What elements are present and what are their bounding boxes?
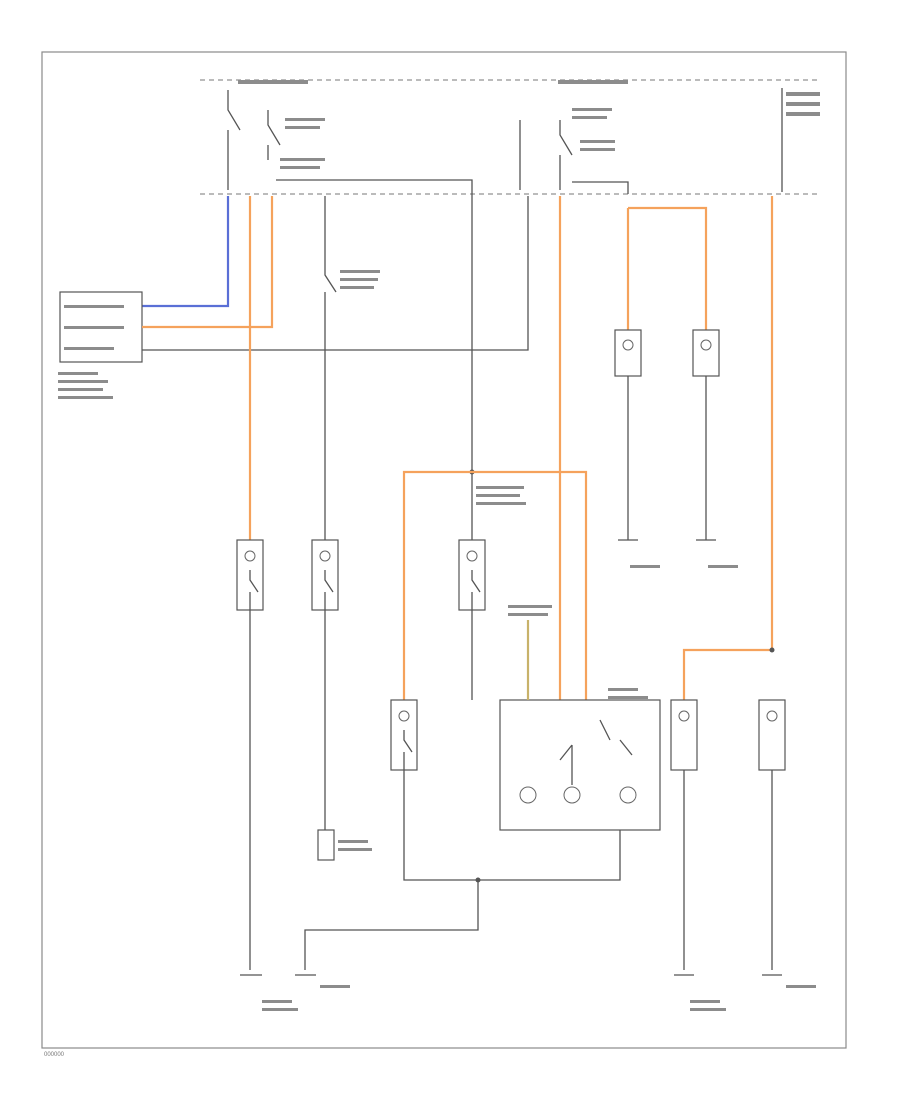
fuse-label-h — [580, 148, 615, 151]
module-caption-2 — [58, 380, 108, 383]
fuse-block-label-2 — [786, 102, 820, 106]
fuse-2 — [267, 110, 281, 160]
left-rear-bulb — [678, 710, 690, 722]
dome-lamp-bulb-3 — [619, 786, 637, 804]
ground-label-a — [630, 565, 660, 568]
module-label-1 — [64, 305, 124, 308]
fuse-label-c — [280, 158, 325, 161]
bus-bar-right — [572, 181, 629, 194]
dimmer-label-1 — [508, 605, 552, 608]
left-courtesy-switch — [403, 730, 413, 770]
right-rear-bulb — [766, 710, 778, 722]
left-vanity-lamp — [614, 329, 642, 377]
ip-lamp-switch — [249, 570, 259, 610]
orange-wire-right-bottom-loop — [682, 648, 772, 700]
right-vanity-lamp — [692, 329, 720, 377]
diagram-border — [41, 51, 847, 1049]
courtesy-lamp-switch — [324, 570, 334, 610]
dimmer-label-2 — [508, 613, 548, 616]
ground-caption-bl-2 — [262, 1008, 298, 1011]
fuse-1 — [227, 90, 241, 190]
ip-lamp-bulb — [244, 550, 256, 562]
right-courtesy-bulb — [466, 550, 478, 562]
fuse-block-label — [786, 92, 820, 96]
orange-wire-module-to-fuse — [142, 196, 274, 329]
orange-wire-splice-loop — [402, 470, 588, 700]
fuse-label-d — [280, 166, 320, 169]
fuse-label-a — [285, 118, 325, 121]
splice-label-2 — [476, 494, 520, 497]
dome-lamp-switch-2 — [599, 719, 633, 756]
module-caption-3 — [58, 388, 103, 391]
fuse-label-e — [572, 108, 612, 111]
courtesy-ground-label-1 — [338, 840, 368, 843]
splice-label-3 — [476, 502, 526, 505]
right-vanity-bulb — [700, 339, 712, 351]
ground-caption-br-1 — [690, 1000, 720, 1003]
splice-label-1 — [476, 486, 524, 489]
right-courtesy-switch — [471, 570, 481, 610]
fuse-label-g — [580, 140, 615, 143]
courtesy-switch-label-2 — [340, 278, 378, 281]
ground-caption-br-3 — [786, 985, 816, 988]
courtesy-switch-label-1 — [340, 270, 380, 273]
assembly-label-2 — [608, 696, 648, 699]
grey-wire-module — [142, 196, 529, 351]
fuse-label-b — [285, 126, 320, 129]
dome-lamp-bulb-2 — [563, 786, 581, 804]
dome-reading-lamp-assembly — [499, 699, 661, 831]
courtesy-switch-label-3 — [340, 286, 374, 289]
courtesy-ground-module — [317, 829, 335, 861]
module-caption-1 — [58, 372, 98, 375]
bottom-return-wire — [304, 880, 479, 970]
courtesy-lamp-bulb — [319, 550, 331, 562]
splice-right — [769, 647, 775, 653]
courtesy-switch — [324, 260, 337, 540]
module-label-3 — [64, 347, 114, 350]
blue-wire-module-feed — [140, 196, 230, 308]
hot-at-all-times-label-1 — [238, 80, 308, 84]
diagram-footer-id: 000000 — [44, 1052, 65, 1058]
ground-caption-br-2 — [690, 1008, 726, 1011]
ground-caption-bc-1 — [320, 985, 350, 988]
module-label-2 — [64, 326, 124, 329]
module-caption-4 — [58, 396, 113, 399]
left-vanity-bulb — [622, 339, 634, 351]
dome-lamp-bulb-1 — [519, 786, 537, 804]
left-courtesy-bulb — [398, 710, 410, 722]
orange-wire-right-2 — [628, 206, 708, 330]
dome-lamp-switch-1 — [559, 744, 573, 785]
fuse-4 — [559, 120, 573, 190]
hot-at-all-times-label-2 — [558, 80, 628, 84]
courtesy-ground-label-2 — [338, 848, 372, 851]
assembly-label-1 — [608, 688, 638, 691]
fuse-label-f — [572, 116, 607, 119]
ground-label-b — [708, 565, 738, 568]
bus-bar-top — [276, 179, 473, 194]
fuse-block-label-3 — [786, 112, 820, 116]
ground-caption-bl-1 — [262, 1000, 292, 1003]
